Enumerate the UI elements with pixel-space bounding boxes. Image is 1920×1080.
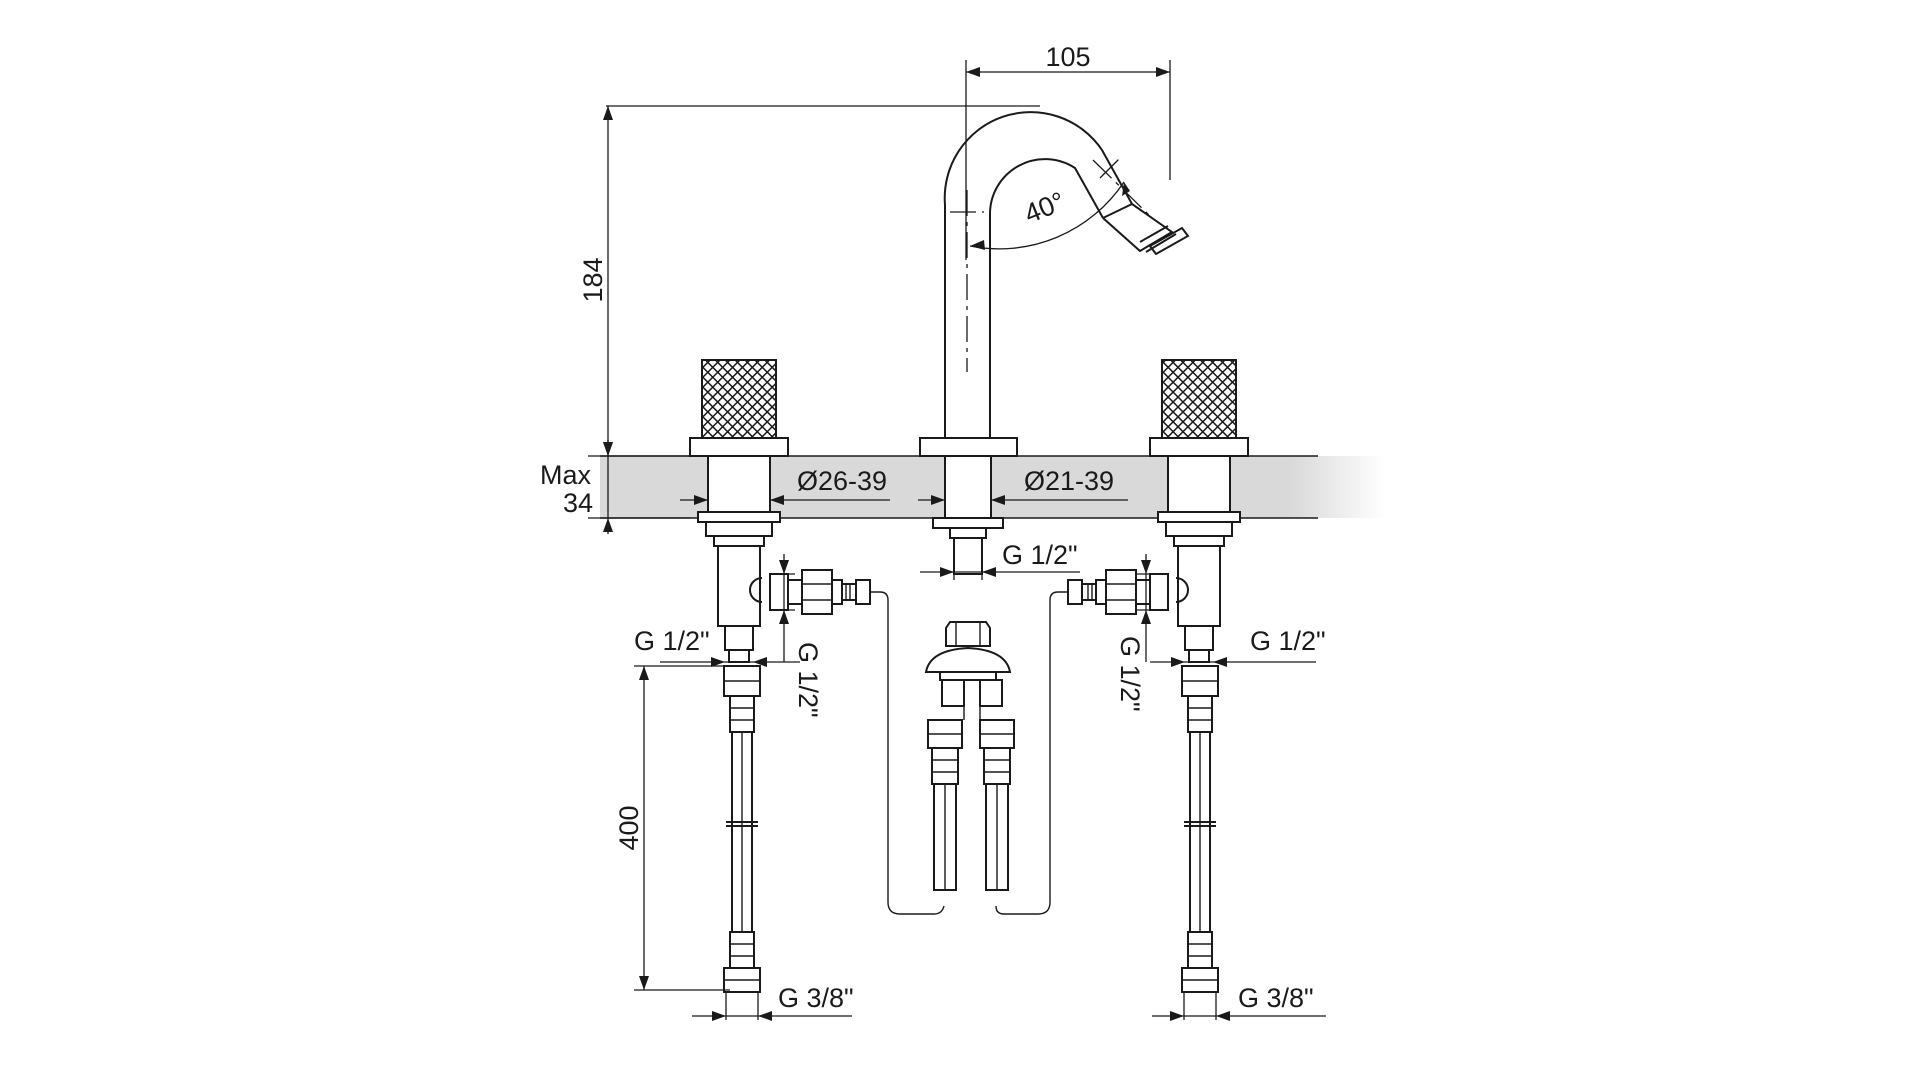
max-value: 34 bbox=[563, 488, 593, 518]
left-handle-knurl bbox=[701, 359, 777, 439]
spout-thread-label: G 1/2" bbox=[1002, 540, 1078, 570]
hose-length-dimension: 400 bbox=[614, 665, 730, 991]
spout-hole-dimension: Ø21-39 bbox=[918, 466, 1128, 505]
angle-value: 40° bbox=[1020, 186, 1069, 229]
right-side-thread-dimension: G 1/2" bbox=[1115, 554, 1157, 712]
spout-base bbox=[919, 437, 1018, 575]
height-value: 184 bbox=[578, 257, 608, 302]
height-dimension: 184 bbox=[578, 105, 1040, 456]
max-label: Max bbox=[540, 460, 592, 490]
left-valve bbox=[689, 359, 871, 663]
flex-connection-hoses bbox=[870, 591, 1068, 915]
right-outlet-thread-dimension: G 1/2" bbox=[1150, 626, 1326, 667]
right-side-thread-label: G 1/2" bbox=[1115, 636, 1145, 712]
spout: 40° bbox=[943, 111, 1190, 440]
left-hose-thread-dimension: G 3/8" bbox=[692, 983, 854, 1021]
right-hose-thread-dimension: G 3/8" bbox=[1152, 983, 1326, 1021]
spout-thread-dimension: G 1/2" bbox=[920, 540, 1080, 580]
valve-hole-dimension: Ø26-39 bbox=[680, 466, 890, 505]
valve-hole-label: Ø26-39 bbox=[797, 466, 887, 496]
left-side-thread-dimension: G 1/2" bbox=[775, 554, 823, 718]
right-hose bbox=[1181, 665, 1219, 993]
left-hose-thread-label: G 3/8" bbox=[778, 983, 854, 1013]
right-hose-thread-label: G 3/8" bbox=[1238, 983, 1314, 1013]
left-hose bbox=[723, 665, 761, 993]
reach-value: 105 bbox=[1045, 42, 1090, 72]
deck-thickness-dimension: Max 34 bbox=[540, 440, 690, 534]
left-side-thread-label: G 1/2" bbox=[793, 642, 823, 718]
hose-length-value: 400 bbox=[614, 805, 644, 850]
right-valve bbox=[1067, 359, 1249, 663]
right-outlet-thread-label: G 1/2" bbox=[1250, 626, 1326, 656]
spout-hole-label: Ø21-39 bbox=[1024, 466, 1114, 496]
reach-dimension: 105 bbox=[965, 42, 1171, 260]
right-handle-knurl bbox=[1161, 359, 1237, 439]
left-outlet-thread-dimension: G 1/2" bbox=[634, 626, 800, 667]
center-connector bbox=[924, 621, 1015, 891]
left-outlet-thread-label: G 1/2" bbox=[634, 626, 710, 656]
